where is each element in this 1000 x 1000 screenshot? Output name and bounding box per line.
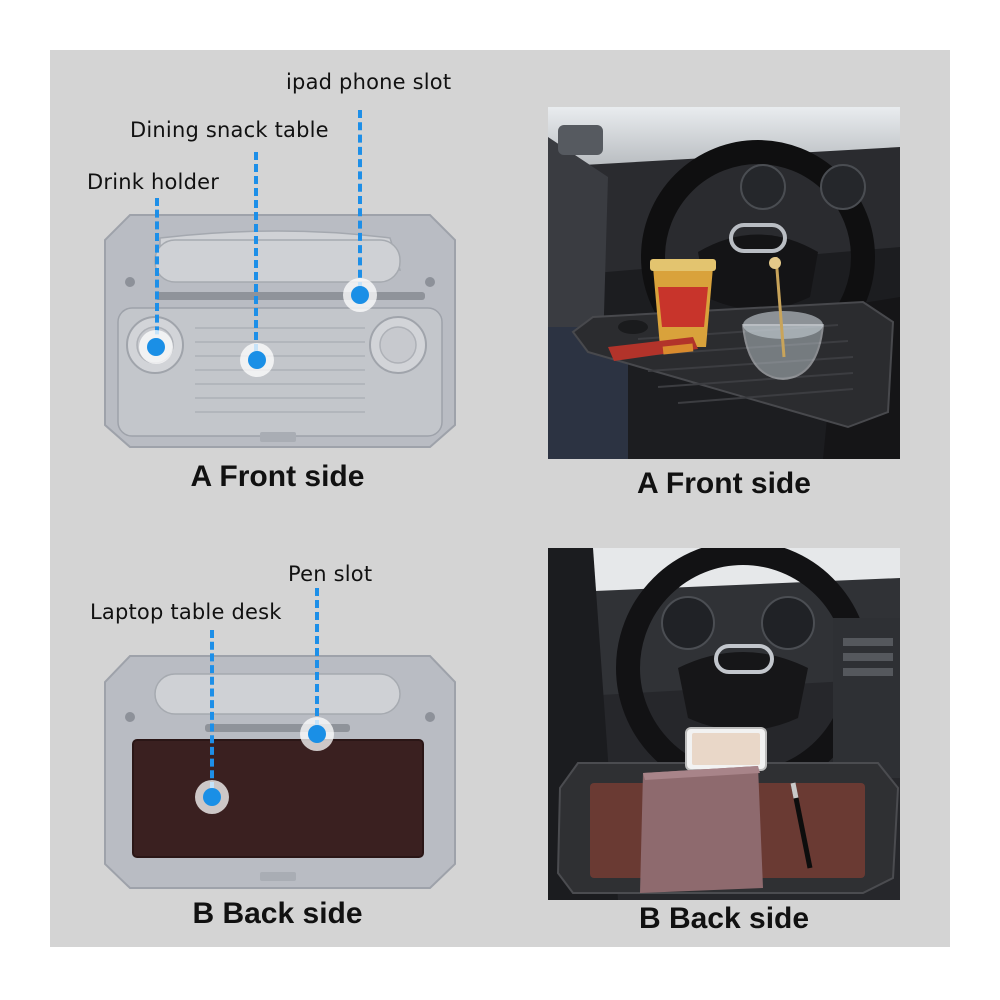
- ipad-phone-slot-dot: [343, 278, 377, 312]
- back-side-tray-diagram: [100, 652, 460, 892]
- front-side-diagram-caption: A Front side: [190, 460, 365, 493]
- back-side-car-photo: [548, 548, 900, 900]
- laptop-table-desk-dot: [195, 780, 229, 814]
- dining-snack-table-pointer-line: [254, 152, 258, 352]
- dining-snack-table-label: Dining snack table: [130, 118, 329, 142]
- front-side-car-photo: [548, 107, 900, 459]
- back-tray-illustration: [104, 655, 456, 889]
- ipad-phone-slot-label: ipad phone slot: [286, 70, 452, 94]
- drink-holder-dot: [139, 330, 173, 364]
- front-side-photo-caption: A Front side: [637, 467, 811, 500]
- back-side-diagram-caption: B Back side: [192, 897, 363, 930]
- pen-slot-label: Pen slot: [288, 562, 373, 586]
- back-side-photo-illustration: [548, 548, 900, 900]
- pen-slot-dot: [300, 717, 334, 751]
- front-tray-illustration: [104, 214, 456, 448]
- back-side-photo-caption: B Back side: [638, 902, 810, 935]
- pen-slot-pointer-line: [315, 588, 319, 728]
- drink-holder-label: Drink holder: [87, 170, 220, 194]
- front-side-photo-illustration: [548, 107, 900, 459]
- laptop-table-desk-pointer-line: [210, 630, 214, 790]
- drink-holder-pointer-line: [155, 198, 159, 346]
- front-side-tray-diagram: [100, 210, 460, 450]
- dining-snack-table-dot: [240, 343, 274, 377]
- ipad-phone-slot-pointer-line: [358, 110, 362, 290]
- laptop-table-desk-label: Laptop table desk: [90, 600, 282, 624]
